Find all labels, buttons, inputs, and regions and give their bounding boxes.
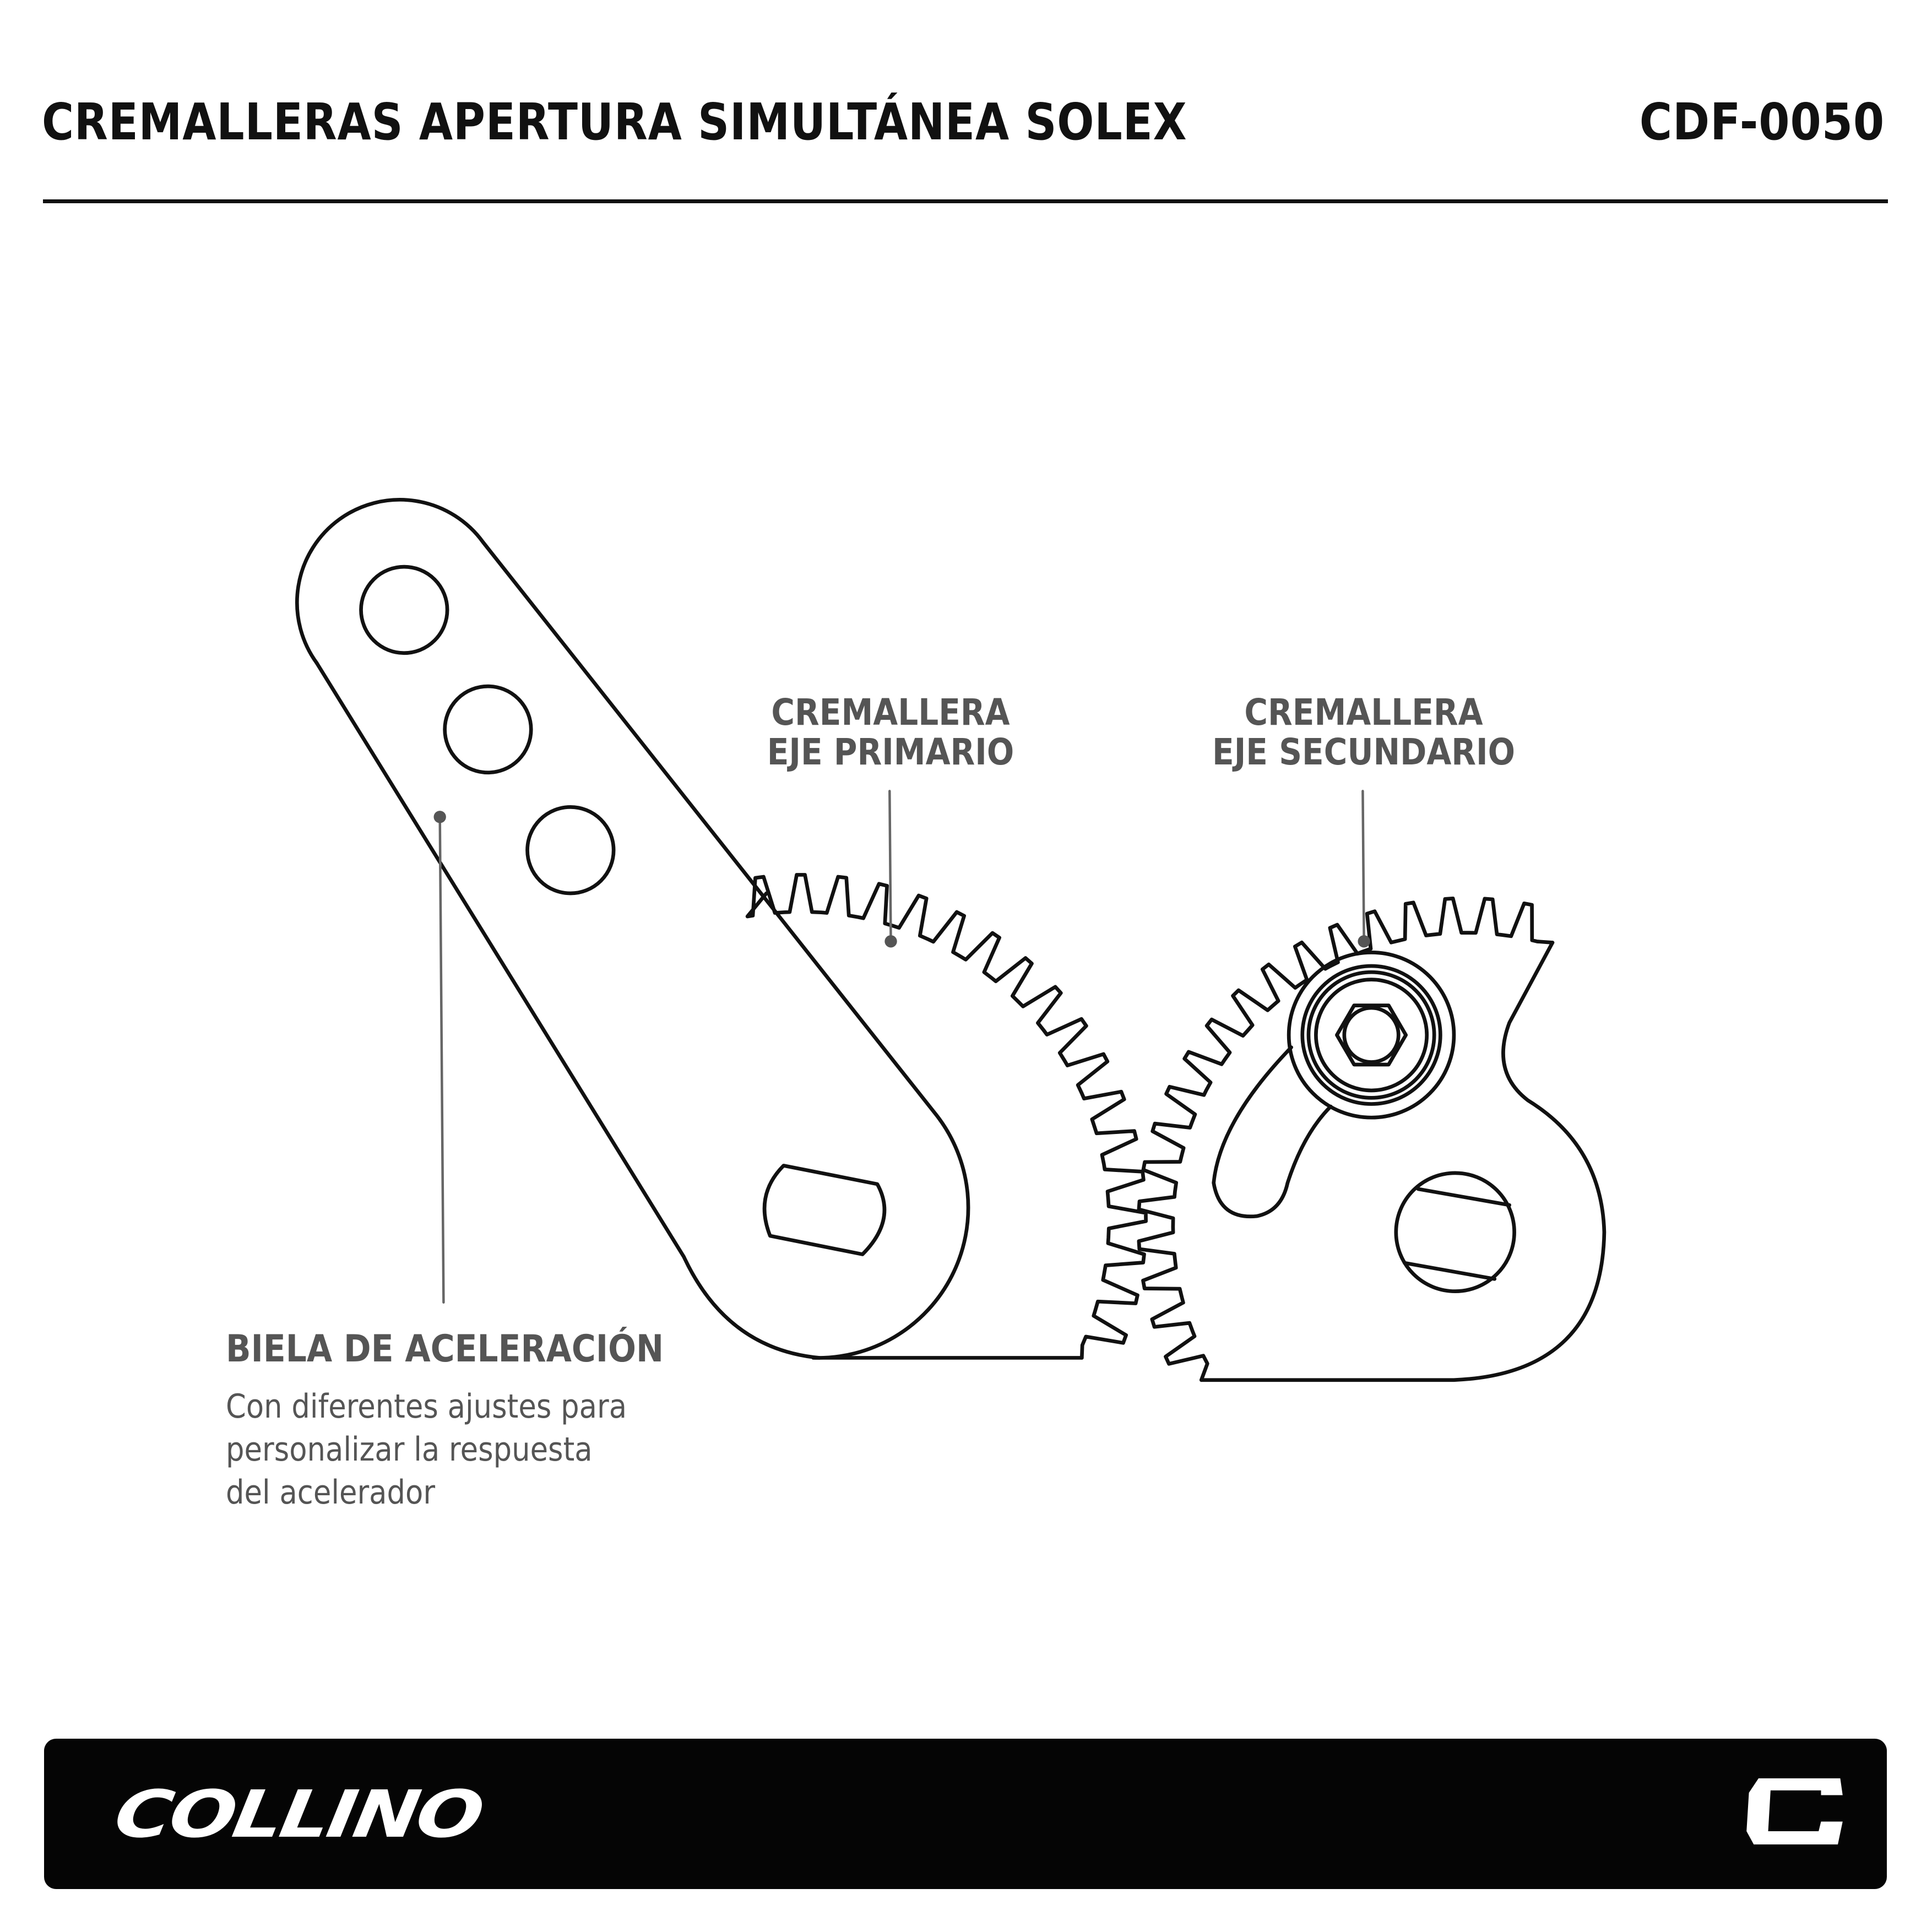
secondary-rack — [1137, 897, 1607, 1382]
secondary-rack-teeth — [1137, 897, 1555, 1382]
callout-line: CREMALLERA — [1244, 691, 1483, 734]
primary-callout-dot — [884, 935, 897, 948]
footer-bar: COLLINO — [44, 1739, 1887, 1889]
header-divider — [43, 199, 1888, 203]
callout-line: CREMALLERA — [771, 691, 1010, 734]
page-title: CREMALLERAS APERTURA SIMULTÁNEA SOLEX — [42, 93, 1187, 151]
brand-mark-icon — [1746, 1778, 1843, 1844]
leader-lines — [438, 790, 1365, 1304]
secondary-hole — [1394, 1171, 1516, 1293]
callout-line: EJE SECUNDARIO — [1212, 731, 1515, 773]
arm-hole-3 — [525, 805, 616, 896]
adjust-slot — [1212, 1045, 1333, 1219]
throttle-arm — [295, 498, 1084, 1360]
hex-nut — [1335, 1003, 1408, 1067]
desc-line: personalizar la respuesta — [226, 1430, 593, 1469]
callout-biela-title: BIELA DE ACELERACIÓN — [226, 1327, 664, 1371]
arm-hole-2 — [443, 684, 533, 775]
callout-primary-rack: CREMALLERA EJE PRIMARIO — [767, 693, 1014, 772]
biela-callout-dot — [433, 811, 446, 823]
primary-rack-teeth — [745, 873, 1148, 1360]
callout-line: EJE PRIMARIO — [767, 731, 1014, 773]
desc-line: Con diferentes ajustes para — [226, 1387, 627, 1426]
secondary-callout-dot — [1358, 935, 1370, 948]
brand-logo: COLLINO — [109, 1776, 487, 1852]
callout-biela-description: Con diferentes ajustes para personalizar… — [226, 1385, 627, 1514]
desc-line: del acelerador — [226, 1473, 436, 1512]
product-code: CDF-0050 — [1639, 93, 1885, 151]
arm-slot — [762, 1164, 887, 1256]
callout-secondary-rack: CREMALLERA EJE SECUNDARIO — [1212, 693, 1515, 772]
arm-hole-1 — [359, 565, 449, 655]
